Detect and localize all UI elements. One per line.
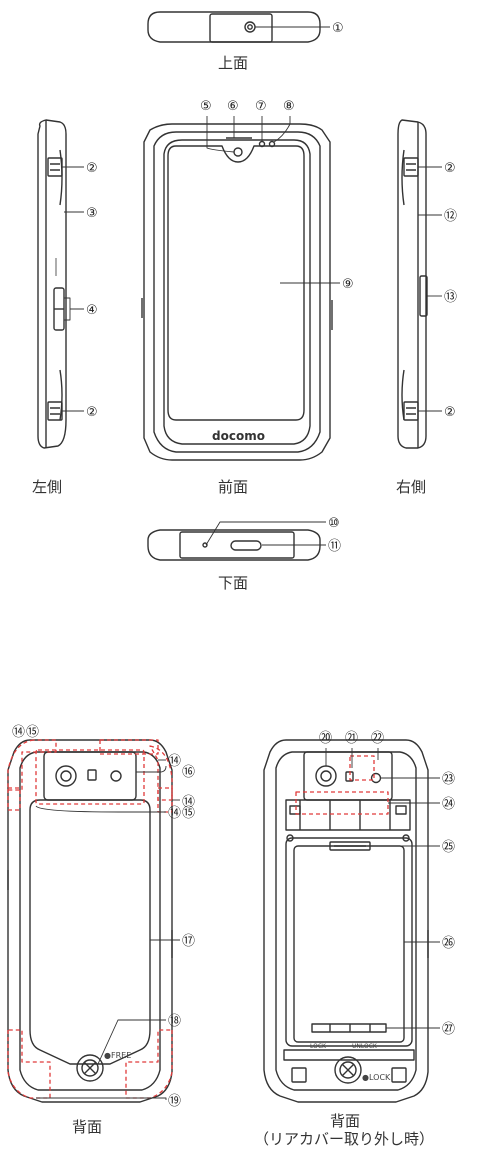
callout-27: ㉗ xyxy=(442,1022,455,1037)
caption-back-removed-line2: （リアカバー取り外し時） xyxy=(254,1130,435,1148)
callout-2-left-bottom: ② xyxy=(86,405,98,420)
callout-17: ⑰ xyxy=(182,934,195,949)
right-strap-hole-top-icon xyxy=(403,157,419,177)
callout-22: ㉒ xyxy=(371,731,384,746)
callout-20: ⑳ xyxy=(319,731,332,746)
callout-2-left-top: ② xyxy=(86,161,98,176)
callout-9: ⑨ xyxy=(342,277,354,292)
left-strap-hole-top-icon xyxy=(47,157,63,177)
unlock-small-label: UNLOCK xyxy=(352,1043,378,1050)
charge-lamp-icon xyxy=(268,140,276,148)
callout-2-right-bottom: ② xyxy=(444,405,456,420)
brand-logo-text: docomo xyxy=(212,429,265,443)
right-side-view xyxy=(397,119,428,449)
earphone-jack-icon xyxy=(244,21,256,33)
callout-16: ⑯ xyxy=(182,765,195,780)
top-view xyxy=(147,11,321,43)
callout-15-c: ⑮ xyxy=(182,806,195,821)
callout-11: ⑪ xyxy=(328,539,341,554)
callout-7: ⑦ xyxy=(255,99,267,114)
callout-14-a: ⑭ xyxy=(168,754,181,769)
leader-lines xyxy=(35,26,442,1100)
flash-light-2-icon xyxy=(370,772,382,784)
back-camera-module xyxy=(43,751,137,801)
callout-4: ④ xyxy=(86,303,98,318)
callout-18: ⑱ xyxy=(168,1014,181,1029)
callout-15-top: ⑮ xyxy=(26,725,39,740)
caption-bottom: 下面 xyxy=(218,574,249,592)
callout-24: ㉔ xyxy=(442,797,455,812)
caption-right-side: 右側 xyxy=(396,478,427,496)
battery-tab xyxy=(311,1023,387,1033)
back-cover-lock-icon xyxy=(76,1054,104,1082)
lock-small-label: LOCK xyxy=(310,1043,327,1050)
callout-2-right-top: ② xyxy=(444,161,456,176)
back-cover-lock-2-icon xyxy=(334,1056,362,1084)
callout-19: ⑲ xyxy=(168,1094,181,1109)
callout-14-15-top: ⑭ xyxy=(12,725,25,740)
proximity-sensor-icon xyxy=(258,140,266,148)
callout-25: ㉕ xyxy=(442,840,455,855)
caption-top: 上面 xyxy=(218,54,249,72)
lock-label: ●LOCK xyxy=(362,1073,391,1082)
caption-left-side: 左側 xyxy=(32,478,63,496)
callout-numbers: ① ② ③ ④ ② ⑤ ⑥ ⑦ ⑧ ⑨ ② ⑫ ⑬ ② ⑩ ⑪ ⑭ ⑮ ⑭ ⑯ … xyxy=(12,21,457,1109)
caption-back: 背面 xyxy=(72,1118,103,1136)
callout-6: ⑥ xyxy=(227,99,239,114)
callout-3: ③ xyxy=(86,206,98,221)
callout-8: ⑧ xyxy=(283,99,295,114)
front-camera-icon xyxy=(233,147,243,157)
callout-21: ㉑ xyxy=(345,731,358,746)
free-label: ●FREE xyxy=(104,1051,131,1060)
front-view xyxy=(141,123,333,461)
antenna-highlight-areas xyxy=(7,739,389,1099)
rear-camera-icon xyxy=(55,765,77,787)
left-side-view xyxy=(37,119,67,449)
back-cover-removed-view xyxy=(263,739,429,1103)
back-view xyxy=(7,739,173,1103)
callout-13: ⑬ xyxy=(444,290,457,305)
microphone-icon xyxy=(202,542,208,548)
callout-26: ㉖ xyxy=(442,936,455,951)
rear-camera-2-icon xyxy=(315,765,337,787)
callout-14-b: ⑭ xyxy=(182,795,195,810)
battery xyxy=(293,845,405,1043)
callout-14-c: ⑭ xyxy=(168,806,181,821)
callout-10: ⑩ xyxy=(328,516,340,531)
callout-1: ① xyxy=(332,21,344,36)
caption-front: 前面 xyxy=(218,478,249,496)
usb-c-port-icon xyxy=(230,540,262,551)
callout-12: ⑫ xyxy=(444,209,457,224)
right-strap-hole-bottom-icon xyxy=(403,401,419,421)
callout-5: ⑤ xyxy=(200,99,212,114)
flash-light-icon xyxy=(110,770,122,782)
callout-23: ㉓ xyxy=(442,772,455,787)
caption-back-removed-line1: 背面 xyxy=(330,1112,361,1130)
battery-compartment xyxy=(285,837,413,1047)
nfc-mark-icon xyxy=(87,769,97,781)
